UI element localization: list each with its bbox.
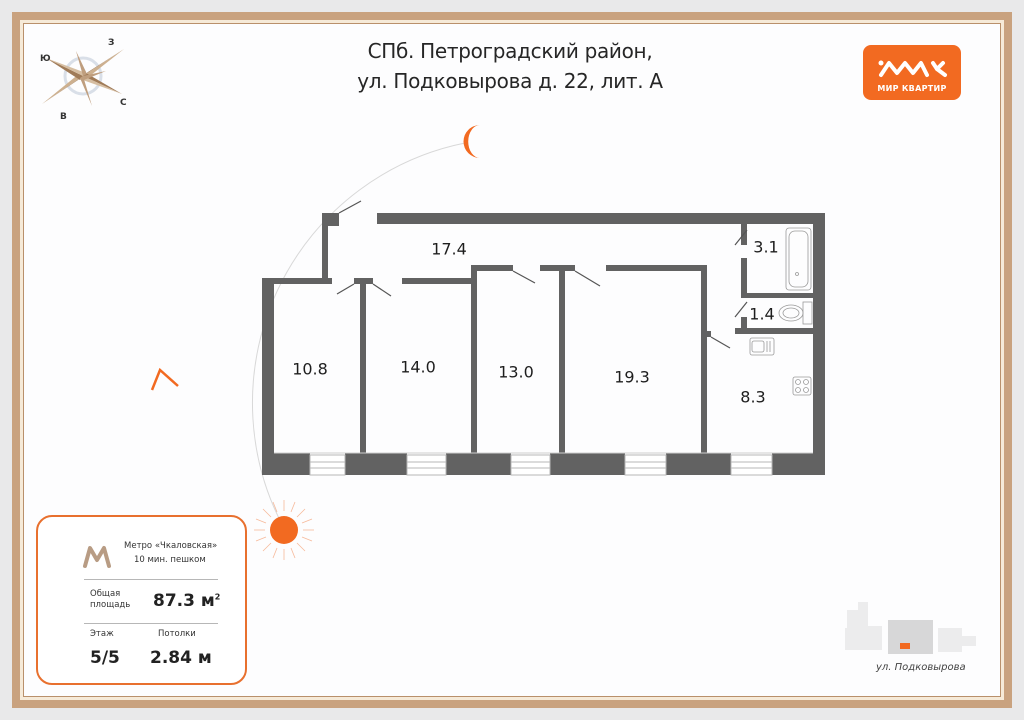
sink-icon	[749, 337, 775, 356]
compass-south-label: Ю	[40, 54, 51, 64]
compass-north-label: С	[120, 98, 127, 108]
metro-walk-time: 10 мин. пешком	[134, 555, 206, 565]
room-area-toilet: 1.4	[749, 304, 775, 324]
compass-rose: Ю З С В	[36, 36, 146, 126]
room-area-hallway: 17.4	[431, 239, 467, 259]
bathtub-icon	[785, 227, 812, 291]
direction-arrow-icon	[150, 367, 179, 391]
ceiling-label: Потолки	[158, 629, 196, 639]
street-label: ул. Подковырова	[876, 662, 966, 673]
brand-name: МИР КВАРТИР	[877, 84, 947, 93]
sun-icon	[254, 500, 314, 560]
room-area-room-2: 14.0	[400, 357, 436, 377]
walls	[262, 213, 825, 475]
title-line-1: СПб. Петроградский район,	[367, 39, 653, 63]
location-map	[845, 602, 976, 654]
room-area-room-3: 13.0	[498, 362, 534, 382]
room-area-room-1: 10.8	[292, 359, 328, 379]
divider	[84, 579, 218, 580]
total-area-label: Общая площадь	[90, 589, 131, 610]
brand-mark-icon	[878, 60, 947, 77]
compass-west-label: З	[108, 38, 115, 48]
total-area-value: 87.3 м2	[153, 591, 221, 611]
divider	[84, 623, 218, 624]
stove-icon	[792, 376, 812, 396]
apartment-info-card: Метро «Чкаловская» 10 мин. пешком Общая …	[36, 515, 247, 685]
metro-station: Метро «Чкаловская»	[124, 541, 218, 551]
room-area-bathroom: 3.1	[753, 237, 779, 257]
brand-logo: МИР КВАРТИР	[863, 45, 961, 100]
floor-value: 5/5	[90, 648, 120, 668]
sun-disc	[270, 516, 298, 544]
metro-icon	[83, 546, 111, 568]
door-swings	[336, 200, 748, 349]
ceiling-value: 2.84 м	[150, 648, 212, 668]
floor-label: Этаж	[90, 629, 114, 639]
building-marker	[900, 643, 910, 649]
toilet-icon	[778, 301, 813, 325]
moon-icon	[463, 125, 480, 158]
compass-east-label: В	[60, 112, 67, 122]
room-area-room-4: 19.3	[614, 367, 650, 387]
title-line-2: ул. Подковырова д. 22, лит. А	[357, 69, 663, 93]
room-area-kitchen: 8.3	[740, 387, 766, 407]
page-title: СПб. Петроградский район, ул. Подковыров…	[330, 36, 690, 96]
windows	[309, 454, 773, 476]
sun-path-arc	[251, 142, 466, 531]
compass-rose-icon	[42, 49, 124, 106]
